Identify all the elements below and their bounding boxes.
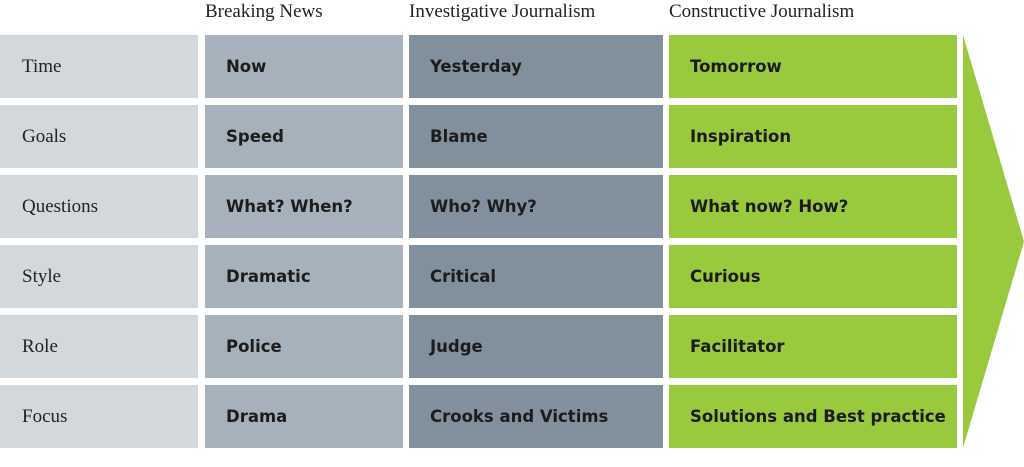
cell-questions-investigative: Who? Why? [409,175,663,238]
cell-focus-investigative: Crooks and Victims [409,385,663,448]
header-investigative-journalism: Investigative Journalism [409,1,596,22]
arrow-right-icon [963,35,1024,448]
header-breaking-news: Breaking News [205,1,323,22]
cell-questions-constructive: What now? How? [669,175,957,238]
cell-role-breaking: Police [205,315,403,378]
cell-time-investigative: Yesterday [409,35,663,98]
cell-goals-investigative: Blame [409,105,663,168]
row-label-style: Style [0,245,198,308]
row-label-goals: Goals [0,105,198,168]
header-constructive-journalism: Constructive Journalism [669,1,855,22]
cell-time-constructive: Tomorrow [669,35,957,98]
cell-role-investigative: Judge [409,315,663,378]
cell-time-breaking: Now [205,35,403,98]
cell-style-investigative: Critical [409,245,663,308]
cell-questions-breaking: What? When? [205,175,403,238]
row-label-time: Time [0,35,198,98]
cell-focus-breaking: Drama [205,385,403,448]
row-label-questions: Questions [0,175,198,238]
cell-role-constructive: Facilitator [669,315,957,378]
cell-goals-breaking: Speed [205,105,403,168]
cell-style-breaking: Dramatic [205,245,403,308]
cell-style-constructive: Curious [669,245,957,308]
cell-focus-constructive: Solutions and Best practice [669,385,957,448]
row-label-focus: Focus [0,385,198,448]
cell-goals-constructive: Inspiration [669,105,957,168]
row-label-role: Role [0,315,198,378]
